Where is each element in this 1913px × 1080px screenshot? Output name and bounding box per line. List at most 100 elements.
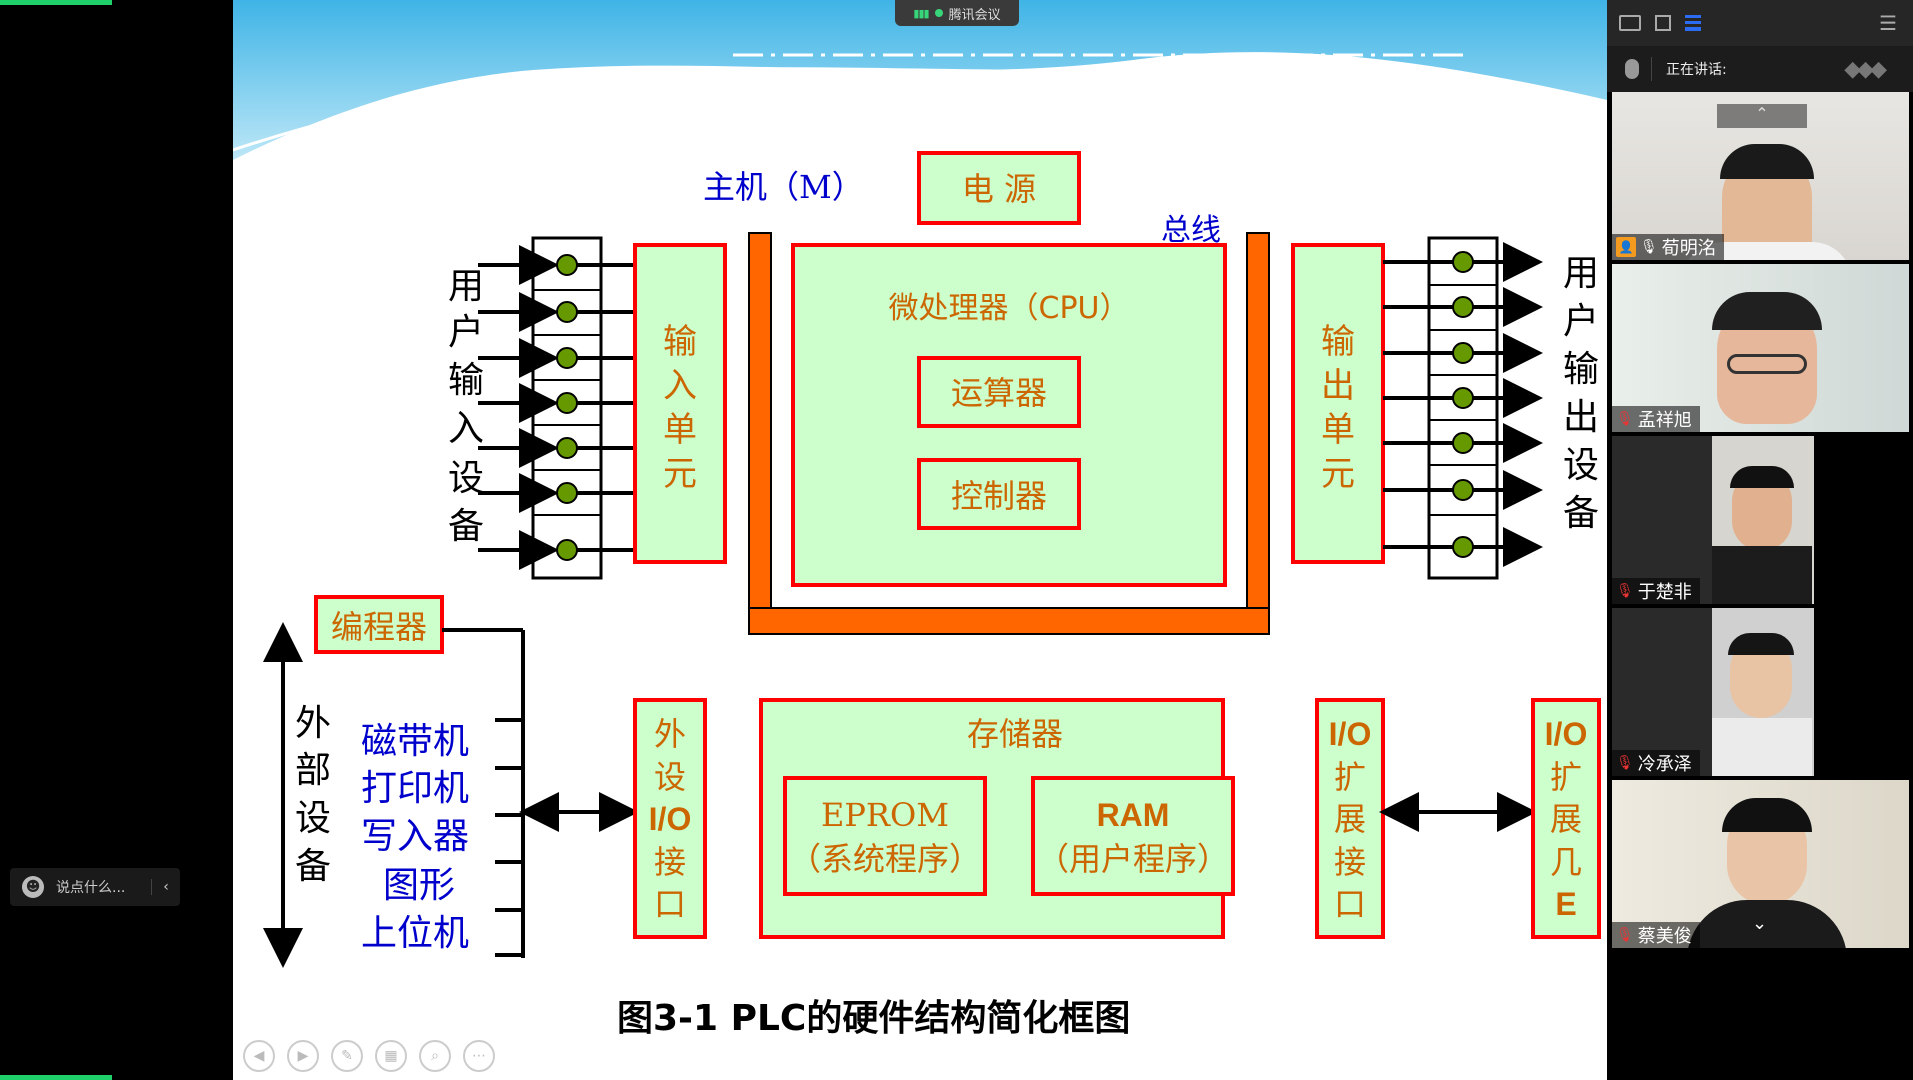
bus-bottom [748, 607, 1270, 635]
svg-text:用: 用 [1563, 253, 1599, 294]
cpu-title: 微处理器（CPU） [889, 291, 1130, 326]
meeting-name-tag[interactable]: ▮▮▮ 腾讯会议 [895, 0, 1019, 26]
shared-slide: ▮▮▮ 腾讯会议 主机（M） 电 源 总线 用 户 输 入 设 备 [233, 0, 1607, 1080]
microphone-muted-icon: 🎙 [1616, 411, 1634, 427]
emoji-icon[interactable]: ☻ [22, 876, 44, 898]
participant-tile[interactable]: 🎙 孟祥旭 [1612, 264, 1909, 432]
participant-tile[interactable]: ⌄ 🎙 蔡美俊 [1612, 780, 1909, 948]
svg-text:口: 口 [654, 885, 686, 923]
previous-icon[interactable]: ◀ [243, 1040, 275, 1072]
svg-text:备: 备 [448, 506, 484, 547]
svg-text:元: 元 [1321, 454, 1355, 494]
controller-box [917, 458, 1081, 530]
io-expansion-interface-box [1315, 698, 1385, 939]
ext-io-interface-box [633, 698, 707, 939]
layout-icon[interactable] [1655, 15, 1671, 31]
svg-text:接: 接 [1334, 843, 1366, 881]
microphone-muted-icon: 🎙 [1616, 927, 1634, 943]
svg-text:扩: 扩 [1550, 758, 1582, 796]
alu-box [917, 356, 1081, 428]
participant-name-tag: 🎙 于楚非 [1612, 578, 1700, 604]
participant-tile[interactable]: 🎙 于楚非 [1612, 436, 1814, 604]
input-unit-box [633, 243, 727, 564]
window-edge-accent [0, 1075, 112, 1080]
microphone-muted-icon: 🎙 [1616, 583, 1634, 599]
microphone-muted-icon: 🎙 [1616, 755, 1634, 771]
svg-text:户: 户 [1563, 301, 1599, 342]
svg-text:磁带机: 磁带机 [361, 721, 469, 762]
svg-text:部: 部 [295, 750, 331, 791]
programmer-box [314, 595, 444, 654]
svg-text:元: 元 [663, 454, 697, 494]
svg-text:I/O: I/O [1329, 716, 1372, 752]
bus-label: 总线 [1161, 213, 1221, 248]
tencent-meeting-logo-icon: ◆◆◆ [1844, 56, 1887, 82]
slide-toolbar: ◀ ▶ ✎ ▦ ⌕ ⋯ [243, 1040, 495, 1072]
slide-header-wave [233, 0, 1607, 160]
chat-input[interactable]: ☻ 说点什么... ‹ [10, 868, 180, 906]
participants-panel: ☰ 正在讲话: ◆◆◆ ⌃ 👤 🎙 荀明洺 🎙 孟祥旭 [1607, 0, 1913, 1080]
svg-text:出: 出 [1563, 397, 1599, 438]
svg-text:输: 输 [1321, 322, 1355, 362]
participant-tile[interactable]: 🎙 冷承泽 [1612, 608, 1814, 776]
svg-text:扩: 扩 [1334, 758, 1366, 796]
eprom-desc: （系统程序） [789, 840, 981, 878]
chevron-left-icon[interactable]: ‹ [151, 879, 180, 895]
more-icon[interactable]: ⋯ [463, 1040, 495, 1072]
svg-text:接: 接 [654, 843, 686, 881]
speaking-label: 正在讲话: [1666, 62, 1727, 78]
microphone-icon [1625, 59, 1639, 79]
svg-text:设: 设 [1563, 445, 1599, 486]
microphone-icon: 🎙 [1640, 239, 1658, 255]
svg-text:入: 入 [448, 408, 484, 449]
participant-name-tag: 👤 🎙 荀明洺 [1612, 234, 1724, 260]
svg-text:E: E [1555, 886, 1576, 922]
output-unit-box [1291, 243, 1385, 564]
svg-text:备: 备 [295, 846, 331, 887]
bus-right [1246, 232, 1270, 609]
participant-name-tag: 🎙 冷承泽 [1612, 750, 1700, 776]
left-black-area [0, 0, 233, 1080]
chevron-down-icon[interactable]: ⌄ [1752, 913, 1768, 934]
svg-text:备: 备 [1563, 493, 1599, 534]
memory-title: 存储器 [967, 715, 1063, 753]
window-icon[interactable] [1619, 15, 1641, 31]
participant-tile[interactable]: ⌃ 👤 🎙 荀明洺 [1612, 92, 1909, 260]
eprom-name: EPROM [821, 796, 949, 834]
signal-icon: ▮▮▮ [913, 6, 929, 20]
zoom-icon[interactable]: ⌕ [419, 1040, 451, 1072]
svg-text:展: 展 [1550, 800, 1582, 838]
power-box [917, 151, 1081, 225]
svg-text:打印机: 打印机 [361, 768, 469, 809]
bus-left [748, 232, 772, 609]
chevron-up-icon[interactable]: ⌃ [1717, 104, 1807, 128]
programmer-label: 编程器 [331, 608, 427, 646]
controller-label: 控制器 [951, 477, 1047, 515]
panel-header: ☰ [1607, 0, 1913, 46]
participant-name-tag: 🎙 孟祥旭 [1612, 406, 1700, 432]
next-icon[interactable]: ▶ [287, 1040, 319, 1072]
speaking-indicator: 正在讲话: ◆◆◆ [1607, 46, 1913, 92]
ram-box [1031, 776, 1235, 896]
svg-text:上位机: 上位机 [361, 913, 469, 954]
svg-text:展: 展 [1334, 800, 1366, 838]
svg-text:单: 单 [663, 410, 697, 450]
figure-caption: 图3-1 PLC的硬件结构简化框图 [617, 998, 1130, 1039]
pen-icon[interactable]: ✎ [331, 1040, 363, 1072]
io-expansion-unit-box [1531, 698, 1601, 939]
svg-text:图形: 图形 [383, 865, 455, 906]
ram-name: RAM [1097, 797, 1170, 833]
svg-text:I/O: I/O [1545, 716, 1588, 752]
svg-text:写入器: 写入器 [361, 816, 469, 857]
svg-text:输: 输 [1563, 349, 1599, 390]
svg-text:出: 出 [1321, 366, 1355, 406]
menu-icon[interactable]: ☰ [1879, 11, 1897, 35]
list-view-icon[interactable] [1685, 15, 1701, 31]
svg-text:外: 外 [654, 715, 686, 753]
host-icon: 👤 [1616, 237, 1636, 257]
svg-text:户: 户 [448, 312, 484, 353]
svg-text:入: 入 [663, 366, 697, 406]
participant-name-tag: 🎙 蔡美俊 [1612, 922, 1700, 948]
power-label: 电 源 [962, 170, 1036, 208]
slides-grid-icon[interactable]: ▦ [375, 1040, 407, 1072]
